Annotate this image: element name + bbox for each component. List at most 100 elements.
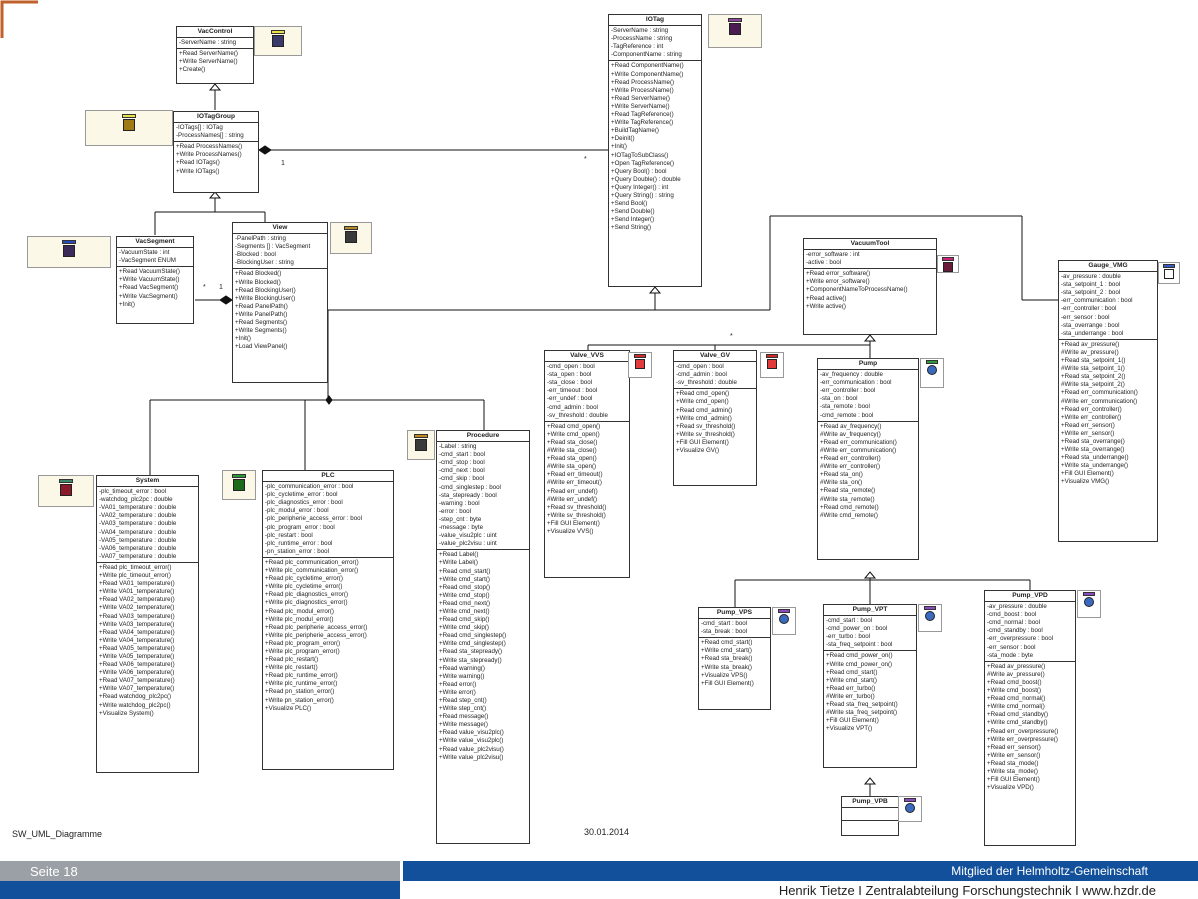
footer-bar-left [0,861,400,881]
class-operation: +Read error_software() [806,270,871,278]
class-attribute: -Label : string [439,443,477,451]
class-operation: #Write sta_on() [820,479,863,487]
uml-class-vacuumtool[interactable]: VacuumTool-error_software : int-active :… [803,238,937,335]
class-operations: +Read cmd_open()+Write cmd_open()+Read s… [545,422,629,537]
class-operations: +Read ServerName()+Write ServerName()+Cr… [177,49,253,75]
class-operation: +Read cmd_start() [826,668,878,676]
uml-class-system[interactable]: System-plc_timeout_error : bool-watchdog… [96,475,199,773]
class-operation: +Read plc_diagnostics_error() [265,591,349,599]
pump-vps-icon [772,607,796,635]
class-operation: +Visualize VPD() [987,784,1034,792]
class-operation: +Write warning() [439,672,485,680]
class-operations [842,821,898,833]
class-operations: +Read cmd_open()+Write cmd_open()+Read c… [674,389,756,456]
class-name: System [97,476,198,488]
class-operation: +Read active() [806,294,847,302]
uml-class-pump-vpb[interactable]: Pump_VPB [841,796,899,836]
class-operation: +Read Blocked() [235,270,282,278]
uml-class-valve-gv[interactable]: Valve_GV-cmd_open : bool-cmd_admin : boo… [673,350,757,486]
class-attribute: -err_communication : bool [1061,297,1133,305]
uml-class-plc[interactable]: PLC-plc_communication_error : bool-plc_c… [262,470,394,770]
class-attribute: -BlockingUser : string [235,259,294,267]
class-operation: +Read plc_runtime_error() [265,672,338,680]
class-operation: +Create() [179,66,206,74]
uml-class-pump[interactable]: Pump-av_frequency : double-err_communica… [817,358,919,560]
class-operation: +Write err_controller() [1061,413,1122,421]
class-name: VacuumTool [804,239,936,251]
class-operation: +Read plc_program_error() [265,639,341,647]
class-operation: +Write pn_station_error() [265,696,334,704]
uml-class-iotaggroup[interactable]: IOTagGroup-IOTags[] : IOTag-ProcessNames… [173,111,259,193]
class-operation: +Write cmd_start() [439,575,490,583]
uml-class-view[interactable]: View-PanelPath : string-Segments [] : Va… [232,222,328,383]
class-attribute: -active : bool [806,259,842,267]
multiplicity-label: * [203,284,206,291]
iotaggroup-block-icon [85,110,173,146]
class-attribute: -err_overpressure : bool [987,635,1054,643]
class-operation: +Read cmd_boost() [987,678,1042,686]
class-operation: +Init() [611,143,627,151]
class-operation: +Read sta_overrange() [1061,437,1125,445]
class-attribute: -value_plc2visu : uint [439,540,497,548]
uml-class-procedure[interactable]: Procedure-Label : string-cmd_start : boo… [436,430,530,844]
class-name: View [233,223,327,235]
class-operation: +Write VA07_temperature() [99,685,175,693]
class-operation: +Write sta_overrange() [1061,446,1125,454]
pump-block-icon [920,358,944,388]
multiplicity-label: * [730,333,733,340]
class-operation: +Send Integer() [611,216,655,224]
class-operation: +Write VacuumState() [119,276,180,284]
class-operation: +Read step_cnt() [439,697,487,704]
class-operation: +Read VA03_temperature() [99,612,175,620]
class-operation: +Read sv_threshold() [547,503,607,511]
class-attributes: -cmd_start : bool-sta_break : bool [699,619,770,639]
class-operation: +Read sta_setpoint_2() [1061,373,1126,381]
class-attributes: -cmd_open : bool-cmd_admin : bool-sv_thr… [674,362,756,390]
class-operation: +Read message() [439,713,489,721]
class-operation: +Read warning() [439,664,485,672]
class-attribute: -sta_open : bool [547,371,592,379]
class-operation: +Write err_overpressure() [987,735,1058,743]
class-operations: +Read cmd_start()+Write cmd_start()+Read… [699,638,770,689]
uml-class-gauge-vmg[interactable]: Gauge_VMG-av_pressure : double-sta_setpo… [1058,260,1158,542]
class-operation: +Write ProcessNames() [176,151,242,159]
class-operation: +Write cmd_stop() [439,591,490,599]
class-attribute: -err_timeout : bool [547,387,598,395]
uml-class-pump-vpd[interactable]: Pump_VPD-av_pressure : double-cmd_boost … [984,590,1076,846]
class-operation: +Write VA03_temperature() [99,620,175,628]
class-operations: +Read error_software()+Write error_softw… [804,269,936,311]
class-operation: +Write plc_diagnostics_error() [265,599,348,607]
class-operation: +Write ProcessName() [611,86,674,94]
class-operation: +Write value_plc2visu() [439,753,504,761]
uml-class-valve-vvs[interactable]: Valve_VVS-cmd_open : bool-sta_open : boo… [544,350,630,578]
class-operation: +Write Label() [439,559,478,567]
class-operation: +Write ComponentName() [611,70,684,78]
uml-class-pump-vpt[interactable]: Pump_VPT-cmd_start : bool-cmd_power_on :… [823,604,917,768]
class-operation: +Fill GUI Element() [987,776,1040,784]
class-operation: +Load ViewPanel() [235,343,288,351]
class-operation: +Write cmd_power_on() [826,660,893,668]
class-operation: +Write step_cnt() [439,705,487,713]
class-operation: +Write cmd_boost() [987,687,1042,695]
uml-class-vaccontrol[interactable]: VacControl-ServerName : string+Read Serv… [176,26,254,84]
class-operation: +Read VA04_temperature() [99,628,175,636]
class-attribute: -sv_threshold : double [547,411,608,419]
class-operation: +Read sta_open() [547,455,597,463]
uml-class-iotag[interactable]: IOTag-ServerName : string-ProcessName : … [608,14,702,287]
class-operation: +Read cmd_power_on() [826,652,893,660]
class-attributes: -av_frequency : double-err_communication… [818,370,918,422]
class-operation: +Read cmd_standby() [987,711,1049,719]
class-attribute: -sta_overrange : bool [1061,321,1120,329]
class-operation: +Init() [119,300,135,308]
class-attributes: -plc_timeout_error : bool-watchdog_plc2p… [97,487,198,563]
uml-connectors [149,83,1058,796]
class-operation: +Write sta_underrange() [1061,462,1129,470]
class-attribute: -warning : bool [439,499,480,507]
class-operation: +Write Blocked() [235,278,281,286]
uml-class-pump-vps[interactable]: Pump_VPS-cmd_start : bool-sta_break : bo… [698,607,771,710]
class-operation: +Query Double() : double [611,175,681,183]
uml-class-vacsegment[interactable]: VacSegment-VacuumState : int-VacSegment … [116,236,194,324]
class-attribute: -ServerName : string [179,39,237,47]
class-operation: +BuildTagName() [611,127,659,135]
vacuumtool-block-icon [937,255,959,273]
